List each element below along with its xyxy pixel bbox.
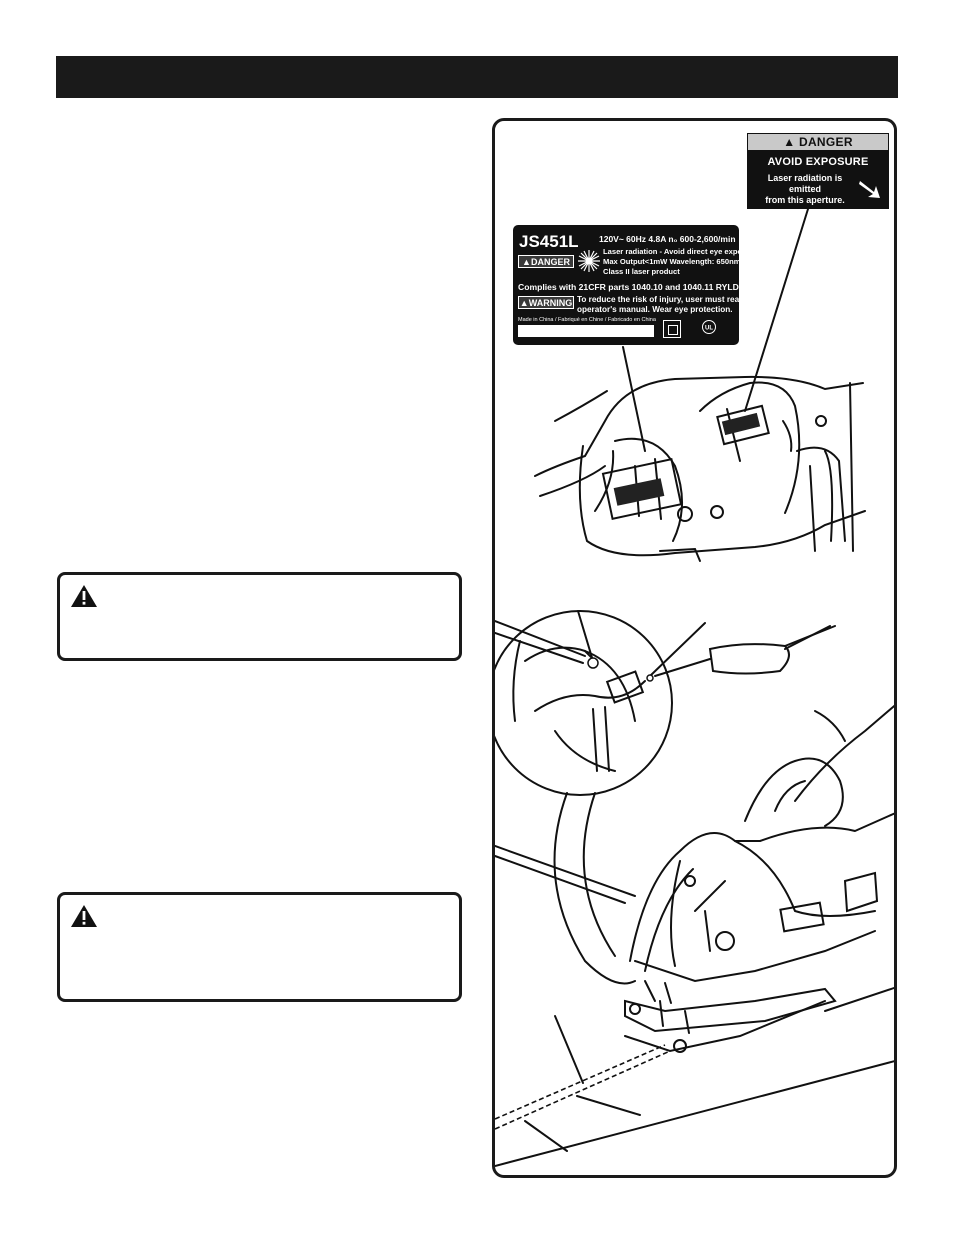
warning-badge: ▲ WARNING: [518, 296, 574, 309]
laser-info-text: Laser radiation - Avoid direct eye expos…: [603, 247, 739, 276]
arrow-down-right-icon: [859, 181, 880, 198]
rating-plate-label: JS451L 120V~ 60Hz 4.8A n₀ 600-2,600/min …: [513, 225, 739, 345]
serial-number-field: [518, 325, 654, 337]
jigsaw-figure-panel: ▲ DANGER AVOID EXPOSURE Laser radiation …: [492, 118, 897, 1178]
compliance-text: Complies with 21CFR parts 1040.10 and 10…: [518, 282, 739, 292]
danger-label-text: Laser radiation is emitted from this ape…: [765, 173, 845, 205]
electrical-spec: 120V~ 60Hz 4.8A n₀ 600-2,600/min: [599, 234, 736, 244]
warning-triangle-icon: [71, 585, 97, 607]
aperture-danger-label: ▲ DANGER AVOID EXPOSURE Laser radiation …: [747, 133, 889, 209]
warning-text: To reduce the risk of injury, user must …: [577, 295, 739, 314]
warning-box-1: [57, 572, 462, 661]
model-number: JS451L: [519, 232, 579, 251]
warning-triangle-icon: ▲: [522, 256, 531, 267]
warning-triangle-icon: ▲: [783, 135, 799, 149]
danger-label-title: AVOID EXPOSURE: [767, 156, 869, 168]
svg-text:UL: UL: [705, 326, 713, 332]
danger-label-header: ▲ DANGER: [748, 134, 888, 150]
made-in-text: Made in China / Fabriqué en Chine / Fabr…: [518, 317, 656, 323]
jigsaw-illustration: [495, 208, 894, 1167]
warning-triangle-icon: [71, 905, 97, 927]
danger-badge: ▲ DANGER: [518, 255, 574, 268]
double-insulation-icon: [663, 320, 681, 338]
section-header-bar: [56, 56, 898, 98]
warning-triangle-icon: ▲: [519, 297, 529, 308]
laser-starburst-icon: [578, 250, 600, 272]
certification-mark-icon: UL: [702, 320, 716, 334]
warning-box-2: [57, 892, 462, 1002]
